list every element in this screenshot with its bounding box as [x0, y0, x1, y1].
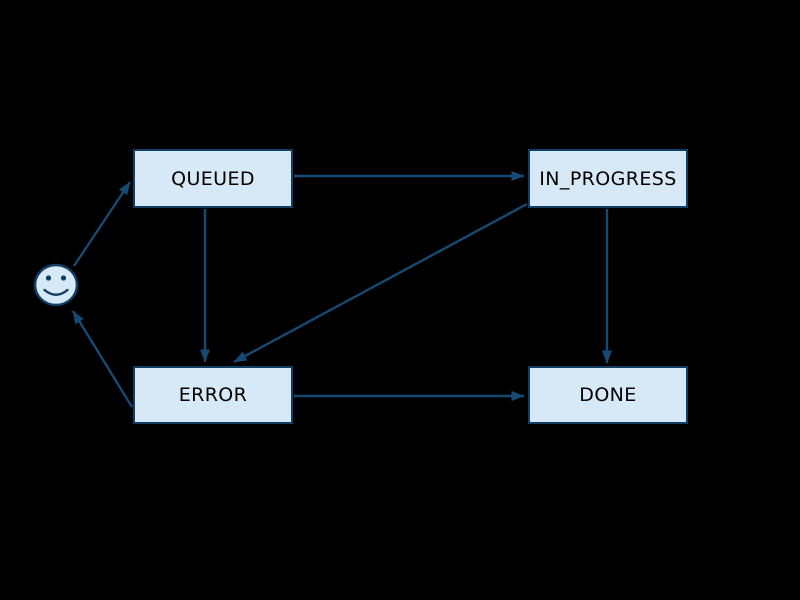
- edge-actor-to-queued: [73, 181, 131, 267]
- state-node-error: ERROR: [133, 366, 293, 424]
- state-node-done: DONE: [528, 366, 688, 424]
- edge-error-to-actor: [71, 310, 134, 408]
- state-node-queued: QUEUED: [133, 149, 293, 208]
- edge-in-progress-to-error: [233, 202, 528, 364]
- smiley-actor-node: [33, 263, 79, 307]
- smiley-face-icon: [33, 263, 79, 307]
- smiley-eye-right: [60, 275, 67, 281]
- smiley-mouth: [43, 288, 69, 296]
- smiley-eye-left: [45, 275, 52, 281]
- state-node-in-progress: IN_PROGRESS: [528, 149, 688, 208]
